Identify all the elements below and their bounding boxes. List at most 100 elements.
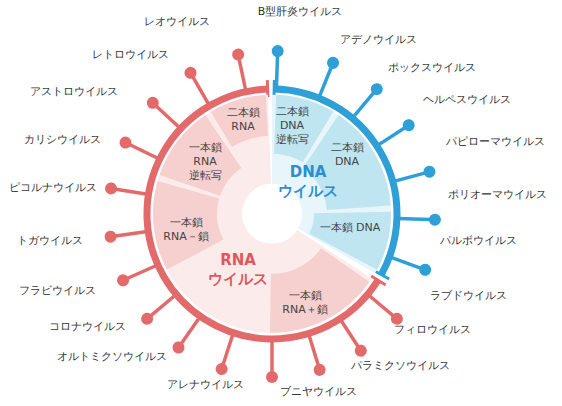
virus-name: ブニヤウイルス [280, 385, 357, 398]
spike-stem [130, 145, 159, 159]
spike-stem [390, 257, 420, 268]
virus-name: フラビウイルス [19, 284, 96, 297]
region-label: 二本鎖 DNA 逆転写 [272, 105, 312, 146]
region-label: 一本鎖 RNA 逆転写 [185, 141, 225, 182]
spike-ball [325, 55, 341, 71]
spike [117, 135, 161, 165]
spike-stem [369, 295, 394, 316]
region-label: 二本鎖 RNA [223, 106, 263, 134]
region-fill [309, 212, 391, 270]
spike-ball [352, 342, 369, 359]
ring-end-tick [371, 276, 385, 285]
virus-name: ポックスウイルス [388, 61, 476, 74]
spike-stem [378, 128, 405, 145]
spike [303, 333, 327, 378]
region-node: 一本鎖 DNA [310, 221, 390, 235]
spike [214, 332, 239, 377]
spike-stem [309, 334, 318, 365]
spike-stem [270, 340, 274, 372]
virus-name: コロナウイルス [49, 320, 126, 333]
virus-name: パラミクソウイルス [351, 359, 450, 372]
virus-name: ラブドウイルス [430, 289, 507, 302]
region-node: 一本鎖 RNA－鎖 [159, 216, 213, 244]
spike-ball [182, 65, 198, 81]
region-label: 一本鎖 DNA [310, 221, 390, 235]
spike-ball [422, 164, 437, 179]
spike-stem [394, 173, 425, 181]
spike [266, 340, 278, 383]
ring-end-tick [266, 80, 270, 97]
virus-name: レオウイルス [144, 15, 210, 28]
virus-name: B型肝炎ウイルス [258, 5, 343, 18]
spike-ball [266, 371, 278, 383]
region-node: 一本鎖 RNA 逆転写 [185, 141, 225, 182]
spike-ball [312, 362, 327, 377]
region-node: 二本鎖 DNA [327, 141, 367, 169]
region-node: RNA ウイルス二本鎖 RNA一本鎖 RNA 逆転写一本鎖 RNA－鎖一本鎖 R… [205, 251, 271, 289]
spike [314, 55, 341, 99]
ring-end-tick [273, 80, 276, 97]
region-label: 一本鎖 RNA＋鎖 [278, 289, 332, 317]
region-node: 一本鎖 RNA＋鎖 [278, 289, 332, 317]
virus-name: ヘルペスウイルス [423, 93, 511, 106]
spike-ball [139, 310, 156, 327]
region-fill [303, 115, 391, 210]
virus-name: トガウイルス [17, 234, 83, 247]
spike-ball [429, 213, 441, 225]
spike-stem [156, 106, 179, 128]
spike-stem [319, 68, 331, 98]
spike-stem [116, 189, 148, 194]
spike [398, 212, 441, 225]
region-fill [159, 115, 241, 196]
spike-stem [128, 265, 157, 278]
virus-name: フィロウイルス [394, 323, 471, 336]
virus-name: カリシウイルス [24, 133, 101, 146]
spike-ball [214, 361, 229, 376]
spike-stem [341, 320, 358, 347]
virus-name: ピコルナウイルス [9, 181, 97, 194]
group-label: DNA ウイルス [275, 163, 341, 201]
spike-ball [104, 182, 118, 196]
spike [388, 251, 433, 277]
virus-name: ポリオーマウイルス [448, 188, 547, 201]
spike-ball [271, 45, 283, 57]
spike-stem [223, 334, 233, 364]
region-node: 二本鎖 RNA [223, 106, 263, 134]
spike-ball [170, 339, 187, 356]
region-fill [153, 181, 223, 270]
spike-ball [117, 135, 133, 151]
virus-name: アデノウイルス [340, 33, 417, 46]
spike-stem [239, 59, 246, 90]
spike-stem [151, 295, 176, 316]
spike [374, 117, 417, 150]
region-node: DNA ウイルス二本鎖 DNA 逆転写二本鎖 DNA一本鎖 DNA [275, 163, 341, 201]
spike [104, 226, 148, 244]
virus-name: パピローマウイルス [446, 135, 545, 148]
virus-name: パルボウイルス [440, 234, 517, 247]
spike [392, 164, 437, 187]
group-label: RNA ウイルス [205, 251, 271, 289]
spike-ball [231, 47, 245, 61]
spike [104, 182, 148, 201]
spike-stem [181, 317, 199, 343]
region-node: 二本鎖 DNA 逆転写 [272, 105, 312, 146]
virus-name: オルトミクソウイルス [57, 350, 167, 363]
virus-name: レトロウイルス [92, 48, 169, 61]
spike [336, 316, 369, 359]
spike-stem [276, 56, 277, 88]
spike-stem [353, 93, 374, 118]
spike [115, 260, 159, 288]
spike-ball [368, 81, 385, 98]
spike-ball [417, 262, 432, 277]
region-label: 一本鎖 RNA－鎖 [159, 216, 213, 244]
virus-name: アストロウイルス [30, 85, 118, 98]
spike-ball [115, 272, 131, 288]
spike-ball [104, 230, 118, 244]
spike-ball [400, 117, 417, 134]
spike [182, 65, 214, 108]
spike [270, 45, 283, 88]
virus-name: アレナウイルス [167, 378, 244, 391]
region-fill [272, 95, 391, 274]
